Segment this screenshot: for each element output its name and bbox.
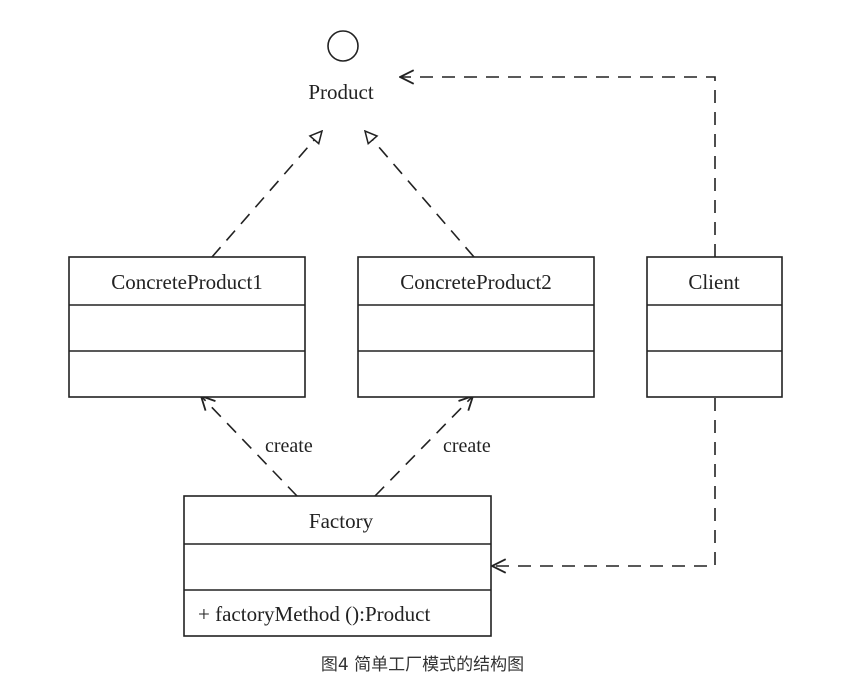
product-interface-label: Product [308,80,373,104]
realization-edge-concrete2 [365,131,475,258]
class-box-concrete-product-2: ConcreteProduct2 [357,256,595,398]
dependency-edge-client-product [400,77,716,257]
product-interface-icon [327,30,359,62]
class-name-concrete-product-1: ConcreteProduct1 [111,270,263,294]
class-name-concrete-product-2: ConcreteProduct2 [400,270,552,294]
create-label-1: create [265,435,313,457]
dependency-edge-client-factory [492,398,716,566]
figure-caption: 图4 简单工厂模式的结构图 [320,655,525,675]
class-name-client: Client [688,270,739,294]
class-box-concrete-product-1: ConcreteProduct1 [68,256,306,398]
create-edge-factory-concrete1 [201,396,298,497]
factory-operation: + factoryMethod ():Product [198,602,430,626]
class-box-factory: Factory + factoryMethod ():Product [183,495,492,637]
class-name-factory: Factory [309,509,374,533]
create-edge-factory-concrete2 [374,396,473,497]
create-label-2: create [443,435,491,457]
class-box-client: Client [646,256,783,398]
realization-edge-concrete1 [211,131,322,258]
